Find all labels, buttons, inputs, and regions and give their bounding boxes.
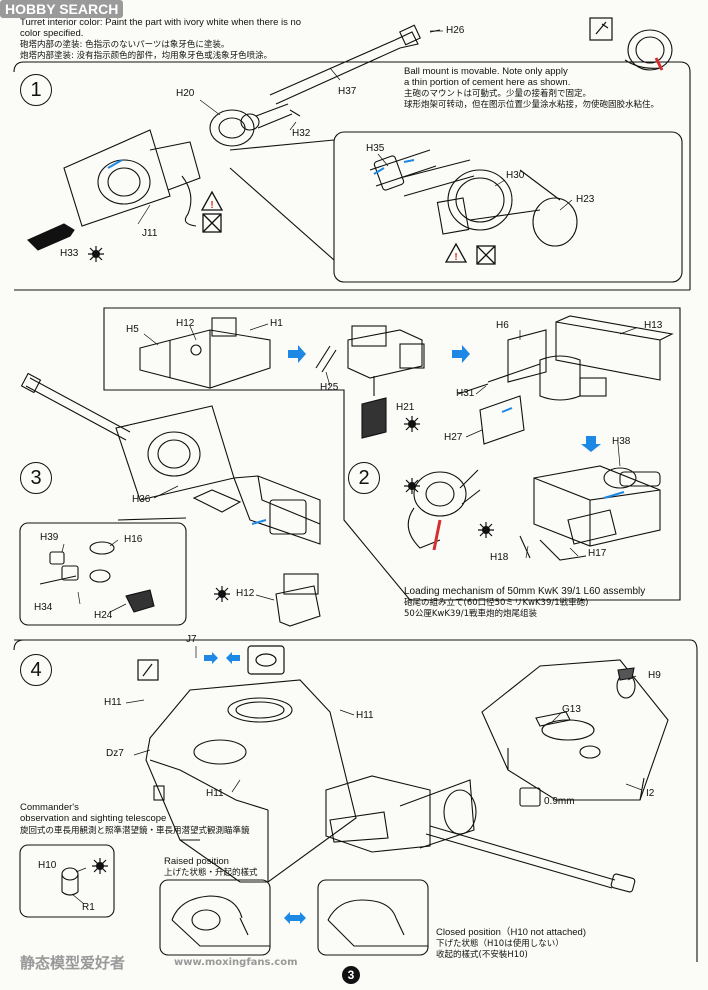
part-label-h6: H6	[496, 320, 509, 331]
part-label-h1: H1	[270, 318, 283, 329]
part-label-h18: H18	[490, 552, 509, 563]
part-label-h31: H31	[456, 388, 475, 399]
part-label-h10: H10	[38, 860, 57, 871]
glue-icon	[137, 17, 613, 681]
step-number-1: 1	[20, 74, 52, 106]
loading-mechanism-caption-jp: 砲尾の組み立て(60口径50ミリKwK39/1戦車砲)	[404, 598, 589, 608]
step2-frame	[103, 307, 681, 601]
part-label-h16: H16	[124, 534, 143, 545]
commander-scope-jp: 旋回式の車長用観測と照準潜望鏡・車長用潜望式観測瞄準鏡	[20, 826, 250, 836]
part-label-h11-c: H11	[206, 788, 224, 799]
part-label-h12: H12	[176, 318, 195, 329]
hobby-search-watermark: HOBBY SEARCH	[0, 0, 124, 18]
ball-note-en-2: a thin portion of cement here as shown.	[404, 77, 571, 88]
step1-frame	[13, 61, 691, 290]
part-label-r1: R1	[82, 902, 95, 913]
commander-scope-en-2: observation and sighting telescope	[20, 813, 167, 824]
part-label-j11: J11	[142, 228, 158, 239]
ball-note-jp: 主砲のマウントは可動式。少量の接着剤で固定。	[404, 89, 592, 99]
closed-position-cn: 收起的樣式(不安裝H10)	[436, 950, 528, 960]
svg-text:!: !	[210, 200, 213, 211]
step4-subbox-raised	[159, 879, 271, 956]
part-label-h17: H17	[588, 548, 607, 559]
part-label-h26: H26	[446, 25, 465, 36]
step-number-4: 4	[20, 654, 52, 686]
part-label-h11-b: H11	[356, 710, 374, 721]
part-label-h38: H38	[612, 436, 631, 447]
part-label-h30: H30	[506, 170, 525, 181]
part-label-i2: I2	[646, 788, 655, 799]
closed-position-jp: 下げた状態（H10は使用しない）	[436, 939, 564, 949]
color-note-cn: 炮塔内部塗装: 没有指示颜色的部件，均用象牙色或浅象牙色喷涂。	[20, 51, 273, 61]
ball-note-en-1: Ball mount is movable. Note only apply	[404, 66, 568, 77]
part-label-h23: H23	[576, 194, 595, 205]
warning-icon: ! !	[200, 190, 468, 263]
step-number-3: 3	[20, 462, 52, 494]
step3-subbox	[19, 522, 187, 626]
part-label-h20: H20	[176, 88, 195, 99]
part-label-h24: H24	[94, 610, 113, 621]
raised-position-en: Raised position	[164, 856, 229, 867]
raised-position-jp: 上げた状態・升起的樣式	[164, 868, 258, 878]
part-label-dz7: Dz7	[106, 748, 124, 759]
no-glue-icon	[202, 213, 496, 265]
part-label-h32: H32	[292, 128, 311, 139]
part-label-h12-step3: H12	[236, 588, 255, 599]
part-label-h37: H37	[338, 86, 357, 97]
part-label-h33: H33	[60, 248, 79, 259]
part-label-h39: H39	[40, 532, 59, 543]
svg-text:!: !	[454, 252, 457, 263]
loading-mechanism-caption-en: Loading mechanism of 50mm KwK 39/1 L60 a…	[404, 586, 646, 597]
part-label-h36: H36	[132, 494, 151, 505]
color-note-jp: 砲塔内部の塗装: 色指示のないパーツは象牙色に塗装。	[20, 40, 230, 50]
part-label-h13: H13	[644, 320, 663, 331]
loading-mechanism-caption-cn: 50公厘KwK39/1戰車炮的炮尾组装	[404, 609, 538, 619]
step-number-2: 2	[348, 462, 380, 494]
page-number: 3	[342, 966, 360, 984]
step4-subbox-closed	[317, 879, 429, 956]
part-label-h5: H5	[126, 324, 139, 335]
part-label-h25: H25	[320, 382, 339, 393]
part-label-h21: H21	[396, 402, 415, 413]
part-label-j7: J7	[186, 634, 197, 645]
part-label-g13: G13	[562, 704, 581, 715]
part-label-h11-a: H11	[104, 697, 122, 708]
site-watermark-url: www.moxingfans.com	[174, 957, 298, 968]
step4-subbox-left	[19, 844, 115, 918]
paint-icon	[92, 250, 490, 870]
arrow-right-icon	[204, 345, 601, 924]
part-label-h34: H34	[34, 602, 53, 613]
commander-scope-en-1: Commander's	[20, 802, 79, 813]
ball-note-cn: 球形炮架可转动，但在图示位置少量涂水粘接，勿使砲固胶水粘住。	[404, 100, 660, 110]
step1-detail-box	[333, 131, 683, 283]
color-note-en-1: Turret interior color: Paint the part wi…	[20, 17, 302, 28]
part-label-h35: H35	[366, 143, 385, 154]
drill-size-label: 0.9mm	[544, 796, 575, 807]
site-watermark-cn: 静态模型爱好者	[20, 954, 126, 972]
color-note-en-2: color specified.	[20, 28, 84, 39]
part-label-h9: H9	[648, 670, 661, 681]
closed-position-en: Closed position（H10 not attached)	[436, 927, 586, 938]
part-label-h27: H27	[444, 432, 463, 443]
